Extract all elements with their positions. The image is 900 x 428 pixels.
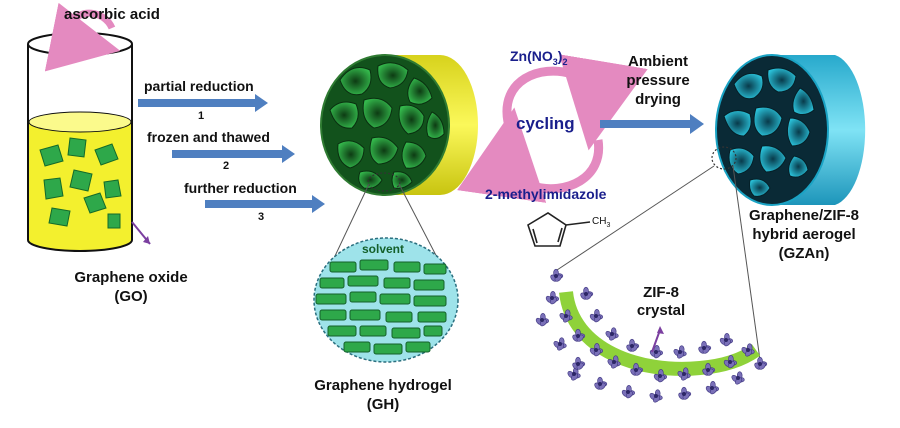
ch3-text: CH [592, 216, 607, 227]
graphene-hydrogel-abbrev: (GH) [366, 396, 400, 413]
arrow-step-2 [172, 145, 295, 163]
zif8-crystals [535, 268, 768, 403]
aerogel-zoom-marker [711, 146, 737, 170]
ch3-subscript: 3 [606, 222, 611, 229]
graphene-oxide-name: Graphene oxide [74, 269, 188, 286]
zif8-crystal [572, 328, 586, 342]
graphene-hydrogel-label: Graphene hydrogel (GH) [298, 376, 468, 414]
zif8-line-2: crystal [636, 302, 686, 319]
zinc-nitrate-subscript-2: 2 [562, 56, 568, 67]
drying-arrow [600, 114, 704, 134]
aerogel-line-3: (GZAn) [778, 245, 830, 262]
zif8-crystal [677, 367, 691, 381]
aerogel-line-2: hybrid aerogel [752, 226, 856, 243]
step-3-label: further reduction [184, 180, 297, 196]
cycling-label: cycling [516, 114, 575, 133]
zif8-crystal [594, 376, 608, 390]
zif8-crystal [754, 356, 768, 370]
zif8-crystal [545, 290, 560, 305]
graphene-hydrogel-name: Graphene hydrogel [314, 377, 452, 394]
zif8-crystal [580, 286, 594, 300]
arrow-step-3 [205, 195, 325, 213]
step-3-number: 3 [258, 211, 265, 223]
zif8-crystal [653, 368, 668, 383]
graphene-hydrogel-cylinder [320, 54, 478, 196]
zinc-nitrate-text: Zn(NO [510, 48, 553, 64]
zif8-crystal [630, 362, 644, 376]
zif8-crystal [741, 343, 755, 357]
zif8-crystal [605, 327, 619, 341]
zif8-crystal [673, 345, 687, 359]
zif8-crystal [589, 308, 604, 323]
ambient-pressure-drying-label: Ambient pressure drying [610, 52, 706, 109]
zif8-crystal [698, 340, 712, 354]
zinc-nitrate-subscript: 3 [552, 56, 558, 67]
aerogel-line-1: Graphene/ZIF-8 [748, 207, 860, 224]
zif8-crystal [589, 342, 604, 357]
zif8-crystal [559, 309, 573, 323]
drying-line-3: drying [635, 91, 681, 108]
graphene-zif8-aerogel-cylinder [715, 54, 866, 206]
aerogel-label: Graphene/ZIF-8 hybrid aerogel (GZAn) [734, 206, 874, 263]
zif8-crystal [702, 362, 716, 376]
drying-line-2: pressure [626, 72, 690, 89]
hydrogel-inset [313, 237, 459, 363]
process-arrows [138, 94, 325, 213]
drying-line-1: Ambient [628, 53, 688, 70]
zif8-crystal [535, 312, 550, 327]
graphene-sheet-arc [559, 290, 761, 376]
graphene-oxide-label: Graphene oxide (GO) [56, 268, 206, 306]
zif8-crystal [678, 386, 692, 400]
zif8-crystal [649, 344, 664, 359]
step-2-label: frozen and thawed [147, 129, 270, 145]
zif8-crystal [731, 371, 745, 385]
zif8-crystal [550, 268, 564, 282]
hydrogel-zoom-marker [367, 172, 401, 192]
zif8-crystal [621, 384, 636, 399]
zif8-crystal [607, 355, 621, 369]
ascorbic-acid-arrow [44, 2, 121, 72]
zinc-nitrate-close: ) [557, 48, 563, 64]
zif8-crystal [572, 356, 586, 370]
zif8-crystal [553, 337, 567, 351]
step-1-label: partial reduction [144, 78, 254, 94]
zif8-line-1: ZIF-8 [643, 284, 679, 301]
step-1-number: 1 [198, 110, 205, 122]
cycling-arrows [457, 54, 648, 203]
methylimidazole-structure [527, 212, 591, 247]
methyl-group-label: CH3 [592, 216, 610, 229]
beaker [27, 32, 133, 252]
zinc-nitrate-label: Zn(NO3)2 [510, 48, 567, 67]
graphene-oxide-sheets [39, 137, 122, 229]
methylimidazole-label: 2-methylimidazole [485, 186, 607, 202]
zif8-crystal [705, 380, 720, 395]
zif8-crystal-label: ZIF-8 crystal [626, 284, 696, 320]
graphene-oxide-abbrev: (GO) [114, 288, 148, 305]
zif8-crystal [723, 354, 738, 369]
zif8-crystal [567, 367, 581, 381]
ascorbic-acid-label: ascorbic acid [64, 6, 160, 23]
solvent-label: solvent [362, 242, 405, 256]
zif8-crystal [719, 332, 734, 347]
zif8-crystal [626, 338, 640, 352]
zif8-crystal [649, 389, 663, 403]
arrow-step-1 [138, 94, 268, 112]
zif-crystal-pointer [651, 329, 661, 353]
zif8-crystal-inset [535, 268, 768, 403]
step-2-number: 2 [223, 160, 230, 172]
